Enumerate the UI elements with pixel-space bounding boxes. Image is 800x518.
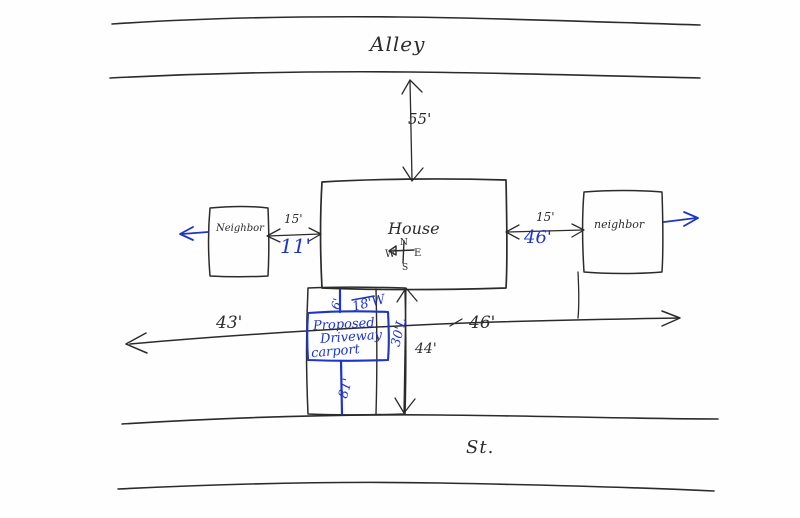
compass-horizontal: [390, 249, 415, 252]
dim-44-head-bottom: [394, 397, 416, 414]
neighbor-left-outline: [207, 205, 270, 278]
street-bottom-line: [117, 481, 715, 492]
dim-55-arrow-line: [409, 79, 413, 181]
compass-west-arrow: [388, 245, 397, 256]
rear-yard-divider: [375, 288, 378, 415]
dim-55-arrow-head-top: [401, 79, 423, 95]
frontage-tick-right: [449, 318, 463, 327]
dim-44-line: [403, 287, 407, 413]
frontage-line: [129, 317, 679, 345]
dim-15-right-line: [506, 229, 584, 233]
dim-15-left-line: [267, 233, 321, 237]
dim-15-left-head-l: [266, 228, 281, 243]
dim-55-arrow-head-bottom: [402, 166, 424, 182]
blue-arrow-left: [181, 231, 209, 235]
blue-arrow-right-head: [683, 211, 699, 227]
street-top-line: [121, 414, 719, 425]
neighbor-right-lot-line: [577, 271, 580, 319]
alley-top-line: [111, 15, 701, 26]
dim-15-left-head-r: [308, 227, 322, 242]
rear-yard-block: [305, 286, 407, 416]
driveway-box-outline: [306, 310, 390, 362]
frontage-arrow-right: [661, 310, 681, 327]
driveway-centerline-lower: [339, 359, 344, 416]
blue-arrow-left-head: [179, 226, 194, 241]
neighbor-right-outline: [581, 189, 664, 275]
dim-15-right-head-r: [571, 223, 585, 238]
compass-vertical: [402, 240, 405, 264]
house-outline: [319, 178, 508, 291]
frontage-arrow-left: [125, 332, 148, 354]
alley-bottom-line: [109, 70, 701, 79]
dim-15-right-head-l: [505, 224, 520, 240]
dim-18w-tick: [351, 295, 375, 301]
dim-44-head-top: [396, 287, 418, 303]
blue-arrow-right: [663, 217, 697, 223]
